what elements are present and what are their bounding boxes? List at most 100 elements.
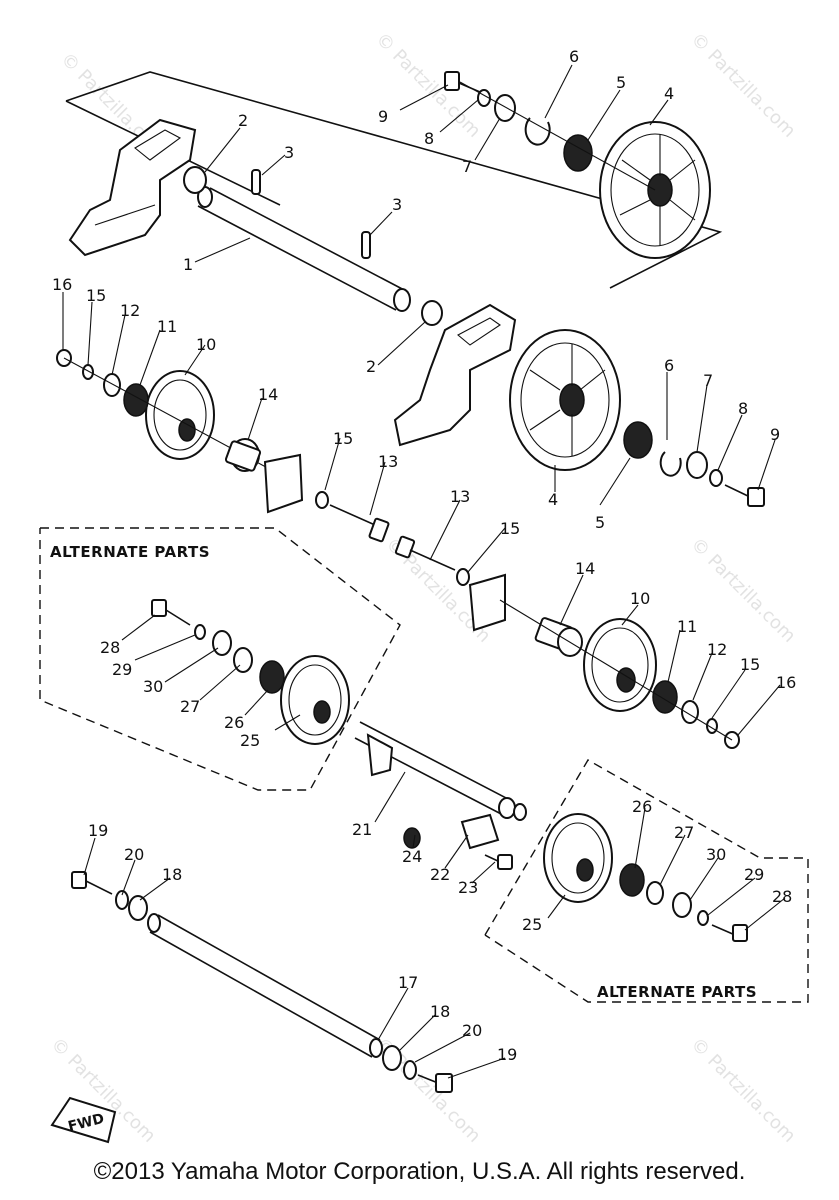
spacer: [224, 438, 262, 472]
callout-number: 13: [450, 487, 470, 506]
callout-number: 24: [402, 847, 422, 866]
washer: [672, 892, 692, 918]
bearing: [623, 421, 653, 459]
callout-number: 8: [424, 129, 434, 148]
callout-number: 26: [632, 797, 652, 816]
guide-wheel: [583, 618, 657, 712]
mount-plate: [263, 453, 304, 514]
callout-number: 1: [183, 255, 193, 274]
callout-number: 30: [706, 845, 726, 864]
callout-number: 25: [240, 731, 260, 750]
callout-number: 15: [740, 655, 760, 674]
bolt: [71, 871, 113, 895]
alternate-parts-label: ALTERNATE PARTS: [50, 543, 210, 561]
alternate-parts-label: ALTERNATE PARTS: [597, 983, 757, 1001]
circlip: [646, 881, 664, 905]
guide-wheel: [543, 813, 613, 903]
bearing: [123, 383, 149, 417]
circlip: [524, 117, 551, 146]
bolt: [444, 71, 481, 93]
washer: [103, 373, 121, 397]
watermark: © Partzilla.com: [686, 534, 799, 647]
callout-number: 5: [595, 513, 605, 532]
collar: [403, 827, 421, 849]
callout-number: 15: [333, 429, 353, 448]
washer: [115, 890, 129, 910]
callout-number: 20: [462, 1021, 482, 1040]
washer: [82, 364, 94, 380]
callout-number: 4: [664, 84, 674, 103]
callout-number: 2: [238, 111, 248, 130]
callout-number: 12: [120, 301, 140, 320]
callout-number: 14: [258, 385, 278, 404]
callout-number: 2: [366, 357, 376, 376]
callout-number: 21: [352, 820, 372, 839]
callout-number: 19: [497, 1045, 517, 1064]
watermark: © Partzilla.com: [686, 1034, 799, 1147]
upper-assembly-outline: [65, 71, 723, 289]
callout-number: 10: [630, 589, 650, 608]
callout-number: 6: [569, 47, 579, 66]
callout-number: 13: [378, 452, 398, 471]
callout-number: 17: [398, 973, 418, 992]
axis-line: [459, 81, 656, 191]
callout-number: 30: [143, 677, 163, 696]
lock-washer: [194, 624, 206, 640]
washer: [681, 700, 699, 724]
callout-number: 16: [776, 673, 796, 692]
callout-number: 7: [462, 157, 472, 176]
guide-wheel: [280, 655, 350, 745]
callout-number: 10: [196, 335, 216, 354]
callout-number: 6: [664, 356, 674, 375]
callout-number: 29: [744, 865, 764, 884]
washer: [421, 300, 443, 326]
callout-number: 8: [738, 399, 748, 418]
lock-washer: [697, 910, 709, 926]
bolt: [724, 484, 765, 507]
callout-number: 3: [284, 143, 294, 162]
axle: [354, 721, 527, 821]
bolt: [394, 535, 470, 586]
callout-number: 15: [86, 286, 106, 305]
callout-number: 11: [677, 617, 697, 636]
callout-number: 11: [157, 317, 177, 336]
washer: [128, 895, 148, 921]
watermark: © Partzilla.com: [371, 29, 484, 142]
callout-number: 5: [616, 73, 626, 92]
spacer: [534, 617, 583, 657]
lower-shaft: [147, 913, 383, 1058]
callout-number: 25: [522, 915, 542, 934]
axis-line: [499, 599, 733, 741]
callout-number: 27: [180, 697, 200, 716]
washer: [403, 1060, 417, 1080]
mount-plate: [468, 573, 506, 632]
bolt: [151, 599, 191, 626]
callout-number: 14: [575, 559, 595, 578]
callouts: 9 8 7 6 5 4 2 3 3 1 16 15 12 11 10 14 2 …: [52, 47, 796, 1064]
callout-number: 26: [224, 713, 244, 732]
callout-number: 9: [378, 107, 388, 126]
bearing: [259, 660, 285, 694]
callout-number: 27: [674, 823, 694, 842]
guide-wheel: [145, 370, 215, 460]
pin: [361, 231, 371, 259]
washer: [382, 1045, 402, 1071]
copyright-footer: ©2013 Yamaha Motor Corporation, U.S.A. A…: [93, 1158, 746, 1185]
washer: [183, 166, 207, 194]
bracket: [460, 813, 500, 850]
lock-washer: [709, 469, 723, 487]
left-bracket: [68, 118, 197, 257]
idler-wheel: [509, 329, 621, 471]
callout-number: 7: [703, 371, 713, 390]
leader-lines: [62, 64, 786, 1079]
callout-number: 28: [100, 638, 120, 657]
callout-number: 16: [52, 275, 72, 294]
callout-number: 15: [500, 519, 520, 538]
bolt: [484, 854, 513, 870]
bolt: [417, 1073, 453, 1093]
callout-number: 28: [772, 887, 792, 906]
watermark: © Partzilla.com: [686, 29, 799, 142]
callout-number: 23: [458, 878, 478, 897]
right-bracket: [393, 303, 517, 447]
